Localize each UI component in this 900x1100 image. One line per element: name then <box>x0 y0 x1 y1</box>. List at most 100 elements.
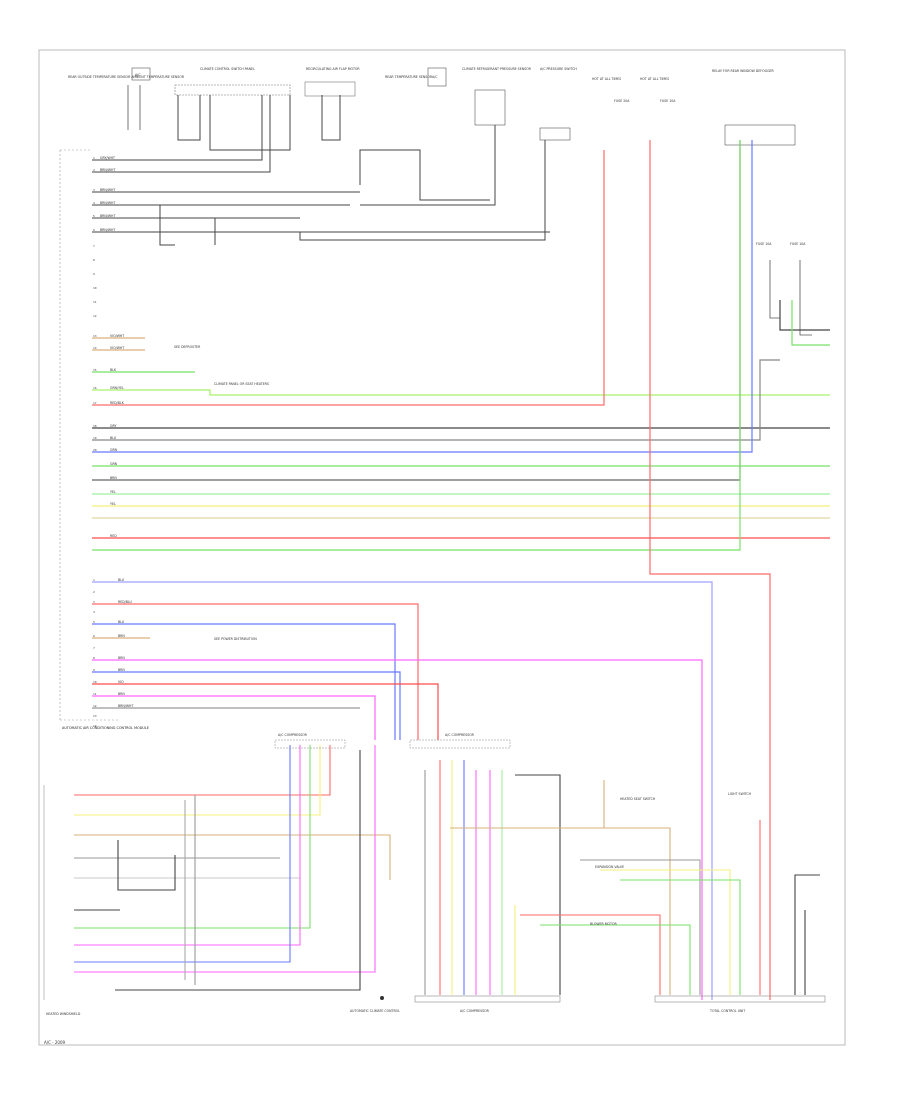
wire-color-label: GRY/WHT <box>100 156 115 160</box>
svg-text:REAR OUTSIDE TEMPERATURE SENSO: REAR OUTSIDE TEMPERATURE SENSOR AMBIENT … <box>68 75 185 79</box>
svg-text:SEE POWER DISTRIBUTION: SEE POWER DISTRIBUTION <box>214 637 257 641</box>
svg-text:FUSE 10A: FUSE 10A <box>756 242 772 246</box>
svg-text:CLIMATE CONTROL SWITCH PANEL: CLIMATE CONTROL SWITCH PANEL <box>200 67 255 71</box>
pin-label-top: 6 <box>93 228 95 232</box>
pin-label-top: 14 <box>93 346 97 350</box>
pin-label-top: 5 <box>93 214 95 218</box>
svg-text:AUTOMATIC CLIMATE CONTROL: AUTOMATIC CLIMATE CONTROL <box>350 1009 400 1013</box>
pin-label-bottom: 10 <box>93 680 97 684</box>
wire-color-label: BRN/WHT <box>118 704 133 708</box>
pin-label-top: 12 <box>93 314 97 318</box>
c13-rear-window-defogger-relay: RELAY FOR REAR WINDOW DEFOGGER <box>712 69 796 146</box>
pin-label-top: 16 <box>93 386 97 390</box>
wire-color-label: BRN/WHT <box>100 228 115 232</box>
pin-label-bottom: 13 <box>93 714 97 718</box>
colored-wires <box>92 140 830 1000</box>
pin-label-top: 17 <box>93 401 97 405</box>
wire-color-label: GRN <box>110 462 118 466</box>
left-module-label: AUTOMATIC AIR CONDITIONING CONTROL MODUL… <box>62 726 149 730</box>
svg-text:LIGHT SWITCH: LIGHT SWITCH <box>728 792 752 796</box>
notes: SEE DEFROSTER CLIMATE PANEL OR SEAT HEAT… <box>174 345 269 641</box>
svg-text:HOT AT ALL TIMES: HOT AT ALL TIMES <box>640 77 669 81</box>
pin-label-bottom: 6 <box>93 634 95 638</box>
svg-text:A/C: A/C <box>135 73 141 77</box>
svg-text:HEATED SEAT SWITCH: HEATED SEAT SWITCH <box>620 797 656 801</box>
c1-rear-outside-temp-sensor: REAR OUTSIDE TEMPERATURE SENSOR AMBIENT … <box>68 75 185 130</box>
svg-text:FUSE 10A: FUSE 10A <box>660 99 676 103</box>
svg-text:A/C COMPRESSOR: A/C COMPRESSOR <box>278 733 308 737</box>
svg-text:A/C PRESSURE SWITCH: A/C PRESSURE SWITCH <box>540 67 577 71</box>
pin-label-bottom: 4 <box>93 610 95 614</box>
c2-ac-icon: A/C <box>131 67 151 81</box>
bottom-wiring <box>74 745 820 995</box>
wire-color-label: GRY <box>110 424 116 428</box>
pin-label-top: 11 <box>93 300 97 304</box>
c8-ac-pressure-switch: A/C PRESSURE SWITCH <box>539 67 577 141</box>
svg-text:TOTAL CONTROL UNIT: TOTAL CONTROL UNIT <box>709 1009 745 1013</box>
diagram-border <box>38 49 846 1046</box>
svg-text:A/C: A/C <box>432 75 438 79</box>
c10-hot-at-all-times: HOT AT ALL TIMES <box>640 77 669 81</box>
pin-label-bottom: 9 <box>93 668 95 672</box>
c5-rear-temperature-sensor: REAR TEMPERATURE SENSOR <box>385 75 433 79</box>
wire-color-label: YEL <box>110 490 116 494</box>
wire-color-label: BLU <box>110 436 117 440</box>
c7-refrigerant-pressure-sensor: CLIMATE REFRIGERANT PRESSURE SENSOR <box>462 67 532 126</box>
c3-climate-control-switch-panel: CLIMATE CONTROL SWITCH PANEL <box>174 67 291 96</box>
c6-ac-icon: A/C <box>427 67 447 87</box>
pin-label-bottom: 11 <box>93 692 97 696</box>
pin-label-bottom: 8 <box>93 656 95 660</box>
left-control-module: AUTOMATIC AIR CONDITIONING CONTROL MODUL… <box>59 149 149 730</box>
svg-text:SEE DEFROSTER: SEE DEFROSTER <box>174 345 201 349</box>
pin-label-bottom: 3 <box>93 600 95 604</box>
svg-text:BLOWER MOTOR: BLOWER MOTOR <box>590 922 617 926</box>
bottom-components: A/C COMPRESSOR A/C COMPRESSOR A/C COMPRE… <box>274 733 826 1013</box>
wire-color-label: YEL <box>110 502 116 506</box>
top-components: REAR OUTSIDE TEMPERATURE SENSOR AMBIENT … <box>68 67 796 146</box>
pin-label-top: 13 <box>93 334 97 338</box>
svg-text:HEATED WINDSHIELD: HEATED WINDSHIELD <box>46 1012 81 1016</box>
svg-text:A/C COMPRESSOR: A/C COMPRESSOR <box>460 1009 490 1013</box>
pin-label-bottom: 12 <box>93 704 97 708</box>
svg-text:A/C COMPRESSOR: A/C COMPRESSOR <box>445 733 475 737</box>
wire-color-label: BRN <box>118 634 125 638</box>
upper-wiring <box>92 95 550 246</box>
svg-text:HOT AT ALL TIMES: HOT AT ALL TIMES <box>592 77 621 81</box>
svg-text:RECIRCULATING AIR FLAP MOTOR: RECIRCULATING AIR FLAP MOTOR <box>306 67 360 71</box>
pin-label-top: 10 <box>93 286 97 290</box>
pin-label-top: 4 <box>93 201 95 205</box>
pin-label-top: 9 <box>93 272 95 276</box>
pin-label-top: 7 <box>93 244 95 248</box>
left-bottom-frame: HEATED WINDSHIELD <box>43 785 81 1016</box>
wire-color-label: BLU <box>118 620 125 624</box>
wire-color-label: GRN <box>110 448 118 452</box>
wire-color-label: BRN <box>118 692 125 696</box>
c11-fuse: FUSE 20A <box>614 99 630 103</box>
wire-color-label: VIO <box>118 680 124 684</box>
pin-label-top: 18 <box>93 424 97 428</box>
svg-text:RELAY FOR REAR WINDOW DEFOGGER: RELAY FOR REAR WINDOW DEFOGGER <box>712 69 775 73</box>
pin-label-bottom: 7 <box>93 646 95 650</box>
pin-label-bottom: 5 <box>93 620 95 624</box>
svg-text:REAR TEMPERATURE SENSOR: REAR TEMPERATURE SENSOR <box>385 75 433 79</box>
pin-label-top: 19 <box>93 436 97 440</box>
wire-color-label: BRN/WHT <box>100 201 115 205</box>
wire-color-label: VIO/WHT <box>110 334 124 338</box>
pin-label-top: 20 <box>93 448 97 452</box>
pin-label-top: 15 <box>93 368 97 372</box>
pin-label-bottom: 14 <box>93 724 97 728</box>
pin-label-bottom: 1 <box>93 578 95 582</box>
wire-color-label: VIO/WHT <box>110 346 124 350</box>
pin-label-bottom: 2 <box>93 590 95 594</box>
pin-label-top: 8 <box>93 258 95 262</box>
side-components: FUSE 10A FUSE 10A <box>756 242 812 336</box>
c4-recirculating-air-flap-motor: RECIRCULATING AIR FLAP MOTOR <box>304 67 360 97</box>
svg-text:CLIMATE PANEL OR SEAT HEATERS: CLIMATE PANEL OR SEAT HEATERS <box>214 382 269 386</box>
wire-color-label: BRN/WHT <box>100 214 115 218</box>
pin-label-top: 1 <box>93 156 95 160</box>
wire-color-label: BLU <box>118 578 125 582</box>
wire-color-label: GRN/YEL <box>110 386 124 390</box>
pin-label-top: 2 <box>93 168 95 172</box>
wire-color-label: BRN/WHT <box>100 188 115 192</box>
